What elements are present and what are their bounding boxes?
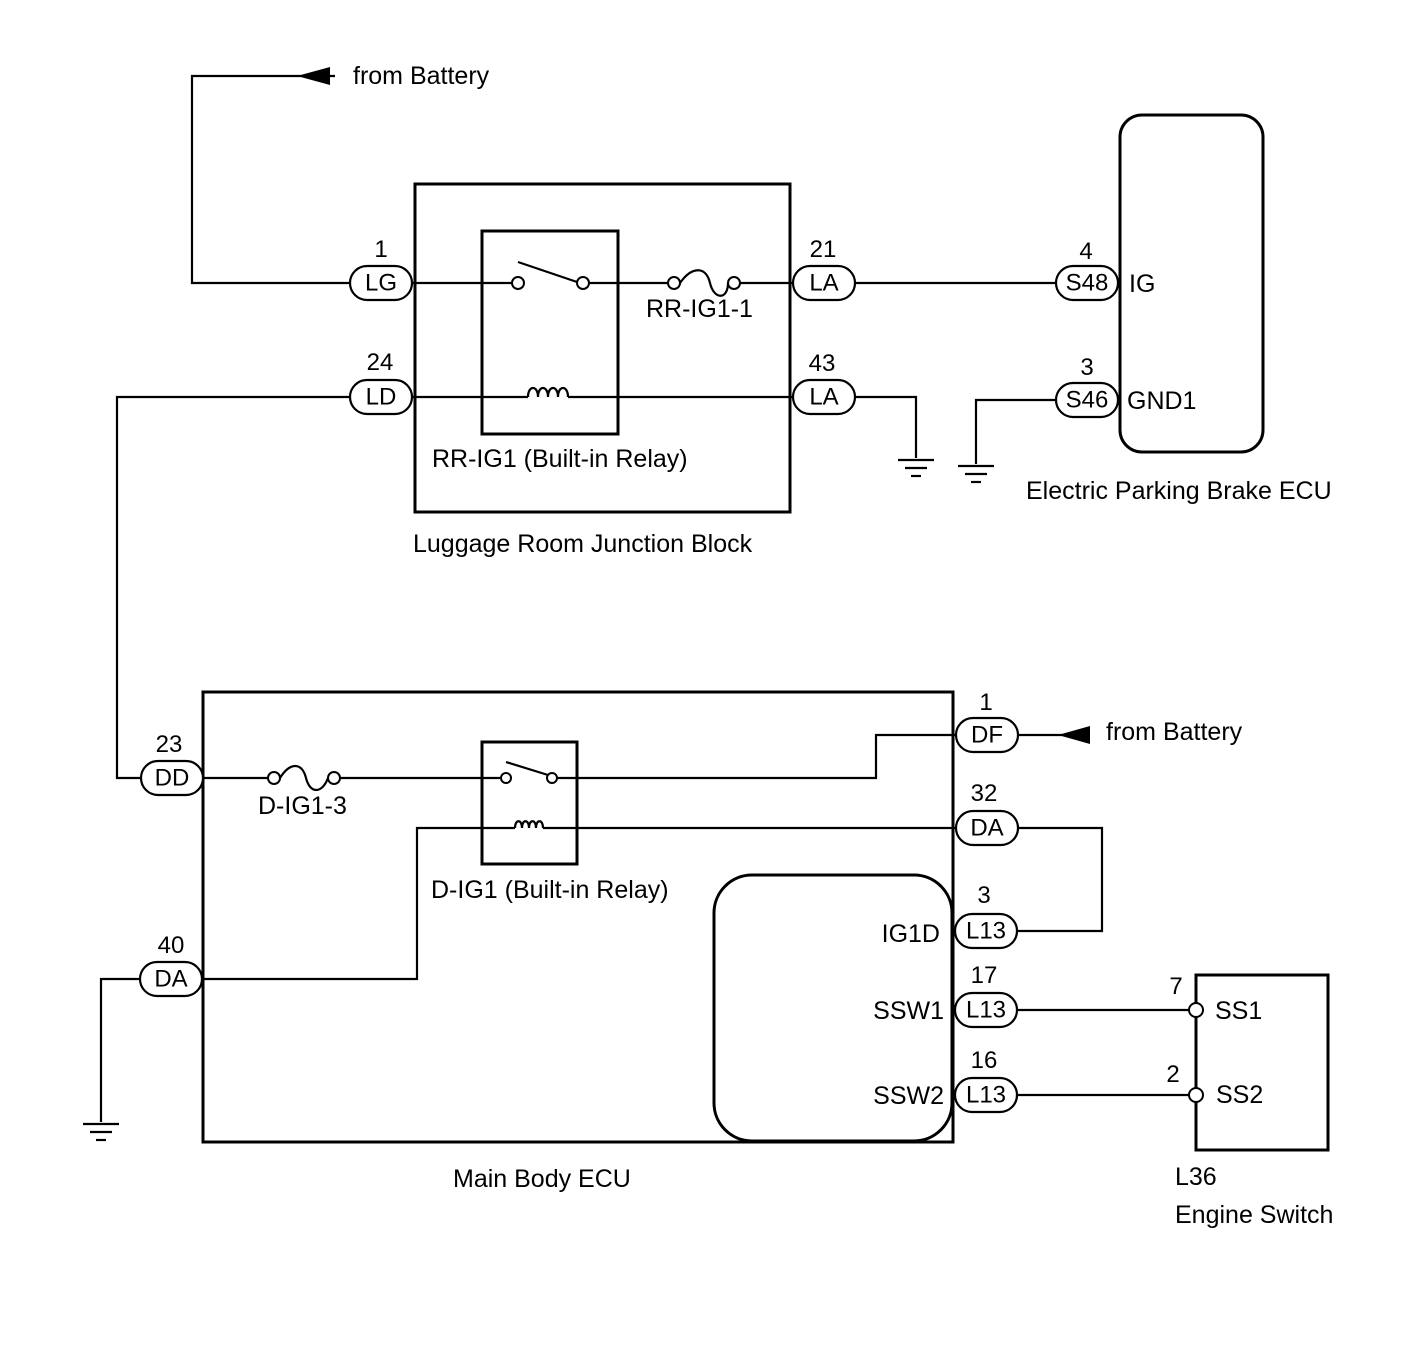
switch-contact-icon [576,276,590,290]
wire-ld-to-dd [115,395,350,780]
ground-la43 [855,395,934,478]
wire-da32-to-ig1d [1017,826,1104,933]
pin-number: 1 [979,689,992,716]
fuse-icon [279,764,330,792]
pin-code: S48 [1066,270,1109,297]
relay-switch-icon [505,760,549,777]
engine-switch-code: L36 [1175,1163,1217,1191]
pin-code: LA [809,384,838,411]
pin-dd: DD 23 [139,731,205,797]
pin-code: LG [365,270,397,297]
fuse-icon [679,269,730,297]
battery-feed-right: from Battery [1018,718,1243,746]
pin-code: L13 [966,1082,1006,1109]
pin-code: DA [154,966,187,993]
fuse-terminal-icon [727,276,741,290]
switch-contact-icon [500,772,512,784]
main-body-ecu-title: Main Body ECU [453,1165,631,1193]
pin-ig1d: L13 3 IG1D [882,882,1019,950]
engine-switch-title: Engine Switch [1175,1201,1333,1229]
switch-contact-icon [511,276,525,290]
pin-da-32: DA 32 [954,780,1020,847]
switch-contact-icon [546,772,558,784]
main-body-ecu: Main Body ECU D-IG1-3 D-IG1 (Built-in Re… [138,689,1020,1193]
pin-la-43: LA 43 [791,350,857,416]
terminal-icon [1188,1002,1204,1018]
pin-code: DD [155,765,190,792]
pin-number: 32 [971,780,998,807]
pin-code: L13 [966,918,1006,945]
electric-parking-brake-ecu: Electric Parking Brake ECU S48 4 IG S46 … [1026,113,1332,505]
ground-s46 [958,398,1056,484]
pin-code: L13 [966,997,1006,1024]
pin-code: LD [366,384,397,411]
ground-da40 [83,977,140,1142]
fuse-terminal-icon [327,771,341,785]
relay-switch-icon [517,260,581,285]
pin-df: DF 1 [954,689,1020,754]
terminal-icon [1188,1087,1204,1103]
junction-block-title: Luggage Room Junction Block [413,530,753,558]
epb-ecu-title: Electric Parking Brake ECU [1026,477,1332,505]
pin-number: 1 [374,236,387,263]
pin-number: 3 [1080,354,1093,381]
relay-coil-icon [513,820,545,829]
pin-name: SSW2 [873,1082,944,1110]
pin-name: IG1D [882,920,940,948]
pin-code: DF [971,722,1003,749]
pin-s46: S46 3 GND1 [1054,354,1196,419]
pin-number: 16 [971,1047,998,1074]
pin-number: 40 [158,932,185,959]
battery-label-top: from Battery [353,62,490,90]
pin-code: S46 [1066,387,1109,414]
pin-name: GND1 [1127,387,1196,415]
pin-code: LA [809,270,838,297]
pin-name: SS2 [1216,1081,1263,1109]
fuse-terminal-icon [667,276,681,290]
pin-number: 17 [971,962,998,989]
pin-number: 43 [809,350,836,377]
pin-ld: LD 24 [348,349,414,416]
pin-number: 23 [156,731,183,758]
pin-name: SS1 [1215,997,1262,1025]
d-ig1-3-fuse-label: D-IG1-3 [258,792,347,820]
pin-s48: S48 4 IG [1054,238,1155,302]
pin-number: 24 [367,349,394,376]
pin-number: 2 [1166,1061,1179,1088]
pin-code: DA [970,815,1003,842]
engine-switch: 7 2 SS1 SS2 L36 Engine Switch [1166,973,1333,1229]
pin-name: SSW1 [873,997,944,1025]
rr-ig1-1-fuse-label: RR-IG1-1 [646,295,753,323]
arrow-icon [297,67,330,85]
fuse-terminal-icon [267,771,281,785]
pin-number: 21 [810,236,837,263]
battery-feed-top: from Battery [190,62,490,285]
rr-ig1-relay-label: RR-IG1 (Built-in Relay) [432,445,688,473]
battery-label-right: from Battery [1106,718,1243,746]
pin-number: 3 [977,882,990,909]
pin-lg: LG 1 [348,236,414,302]
arrow-icon [1058,726,1090,744]
pin-da-40: DA 40 [138,932,204,998]
relay-coil-icon [526,386,570,398]
pin-ssw1: L13 17 SSW1 [873,962,1019,1029]
pin-number: 4 [1079,238,1092,265]
luggage-room-junction-block: Luggage Room Junction Block RR-IG1 (Buil… [348,182,857,558]
pin-la-21: LA 21 [791,236,857,302]
pin-number: 7 [1169,973,1182,1000]
pin-ssw2: L13 16 SSW2 [873,1047,1019,1114]
d-ig1-relay-label: D-IG1 (Built-in Relay) [431,876,669,904]
pin-name: IG [1129,270,1155,298]
